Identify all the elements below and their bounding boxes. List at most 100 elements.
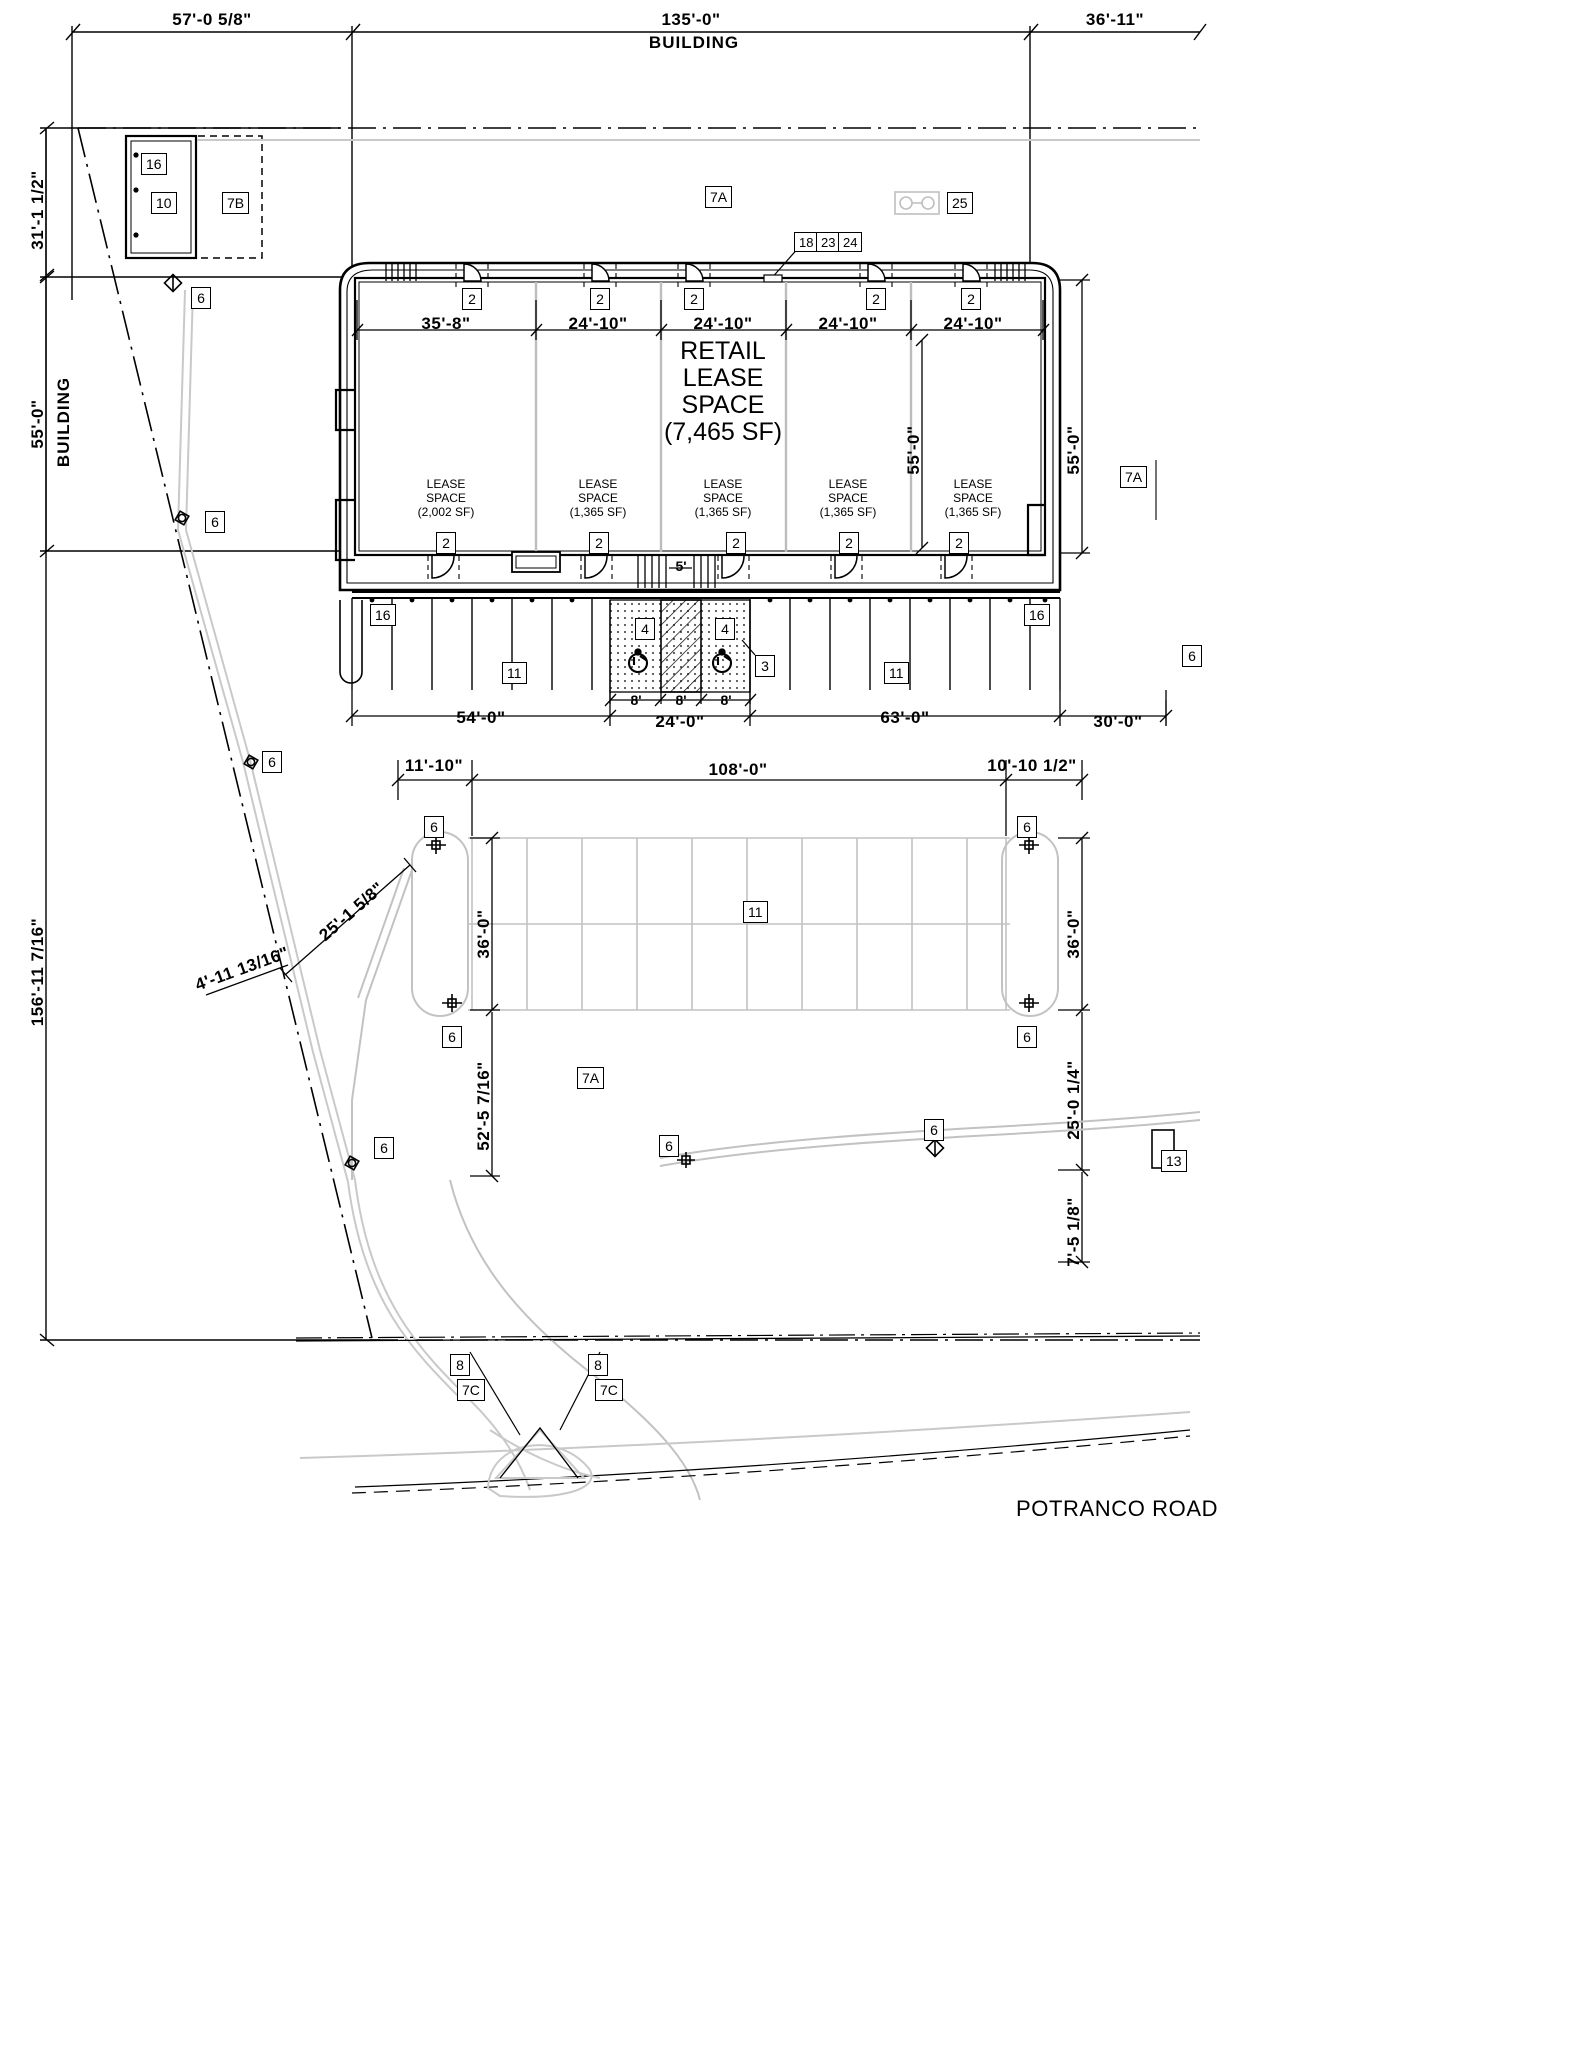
rear-door-swings bbox=[431, 555, 968, 579]
building-title-line3: SPACE bbox=[681, 391, 765, 419]
road-curb-lines bbox=[299, 1411, 1191, 1498]
keynote-tag-11-b[interactable]: 11 bbox=[884, 662, 909, 684]
road-label: POTRANCO ROAD bbox=[1016, 1496, 1219, 1521]
rear-utility-box bbox=[511, 551, 561, 573]
keynote-tag-24[interactable]: 24 bbox=[838, 232, 863, 252]
keynote-tag-6-j[interactable]: 6 bbox=[659, 1135, 679, 1157]
dim-parking-3: 63'-0" bbox=[880, 708, 930, 727]
light-pole-symbol bbox=[426, 836, 1039, 1012]
keynote-tag-7b[interactable]: 7B bbox=[222, 192, 250, 214]
keynote-tag-7a-east[interactable]: 7A bbox=[1120, 466, 1148, 488]
dim-lot-width: 108'-0" bbox=[708, 760, 768, 779]
keynote-tag-6-c[interactable]: 6 bbox=[262, 751, 282, 773]
main-building bbox=[334, 261, 1062, 592]
building-title-line2: LEASE bbox=[682, 364, 764, 392]
ada-parking-area bbox=[609, 599, 751, 693]
rear-door-jambs bbox=[427, 556, 973, 583]
lease-unit-2-l1: LEASE bbox=[578, 477, 618, 491]
lease-unit-5-l2: SPACE bbox=[953, 491, 993, 505]
keynote-tag-13[interactable]: 13 bbox=[1161, 1150, 1187, 1172]
dim-bay-3: 24'-10" bbox=[693, 314, 753, 333]
lease-unit-1-l1: LEASE bbox=[426, 477, 466, 491]
building-area: (7,465 SF) bbox=[663, 418, 783, 446]
keynote-tag-8-a[interactable]: 8 bbox=[450, 1354, 470, 1376]
building-title-line1: RETAIL bbox=[680, 337, 766, 365]
keynote-tag-6-f[interactable]: 6 bbox=[424, 816, 444, 838]
keynote-tag-rear-door-2[interactable]: 2 bbox=[589, 532, 609, 554]
keynote-tag-7c-a[interactable]: 7C bbox=[457, 1379, 485, 1401]
dim-top-right: 36'-11" bbox=[1085, 10, 1145, 29]
keynote-tag-door-2[interactable]: 2 bbox=[590, 288, 610, 310]
keynote-tag-rear-door-5[interactable]: 2 bbox=[949, 532, 969, 554]
dim-left-upper: 31'-1 1/2" bbox=[28, 170, 47, 250]
lease-unit-2: LEASE SPACE (1,365 SF) bbox=[570, 477, 627, 519]
keynote-tag-16-a[interactable]: 16 bbox=[141, 153, 167, 175]
keynote-tag-rear-door-4[interactable]: 2 bbox=[839, 532, 859, 554]
keynote-tag-7c-b[interactable]: 7C bbox=[595, 1379, 623, 1401]
label-building-left: BUILDING bbox=[54, 376, 73, 468]
storefront-glazing bbox=[385, 264, 1026, 281]
row-dash-row bbox=[295, 1332, 1201, 1339]
keynote-tag-rear-door-1[interactable]: 2 bbox=[436, 532, 456, 554]
angled-dimension-lines bbox=[205, 857, 417, 996]
keynote-tag-11-a[interactable]: 11 bbox=[502, 662, 527, 684]
keynote-tag-4-a[interactable]: 4 bbox=[635, 618, 655, 640]
keynote-tag-8-b[interactable]: 8 bbox=[588, 1354, 608, 1376]
lease-unit-5: LEASE SPACE (1,365 SF) bbox=[945, 477, 1002, 519]
keynote-tag-door-1[interactable]: 2 bbox=[462, 288, 482, 310]
ada-stall-dims bbox=[604, 692, 757, 707]
keynote-tag-4-b[interactable]: 4 bbox=[715, 618, 735, 640]
nw-structure bbox=[124, 134, 263, 260]
dim-exterior-depth: 55'-0" bbox=[1064, 425, 1083, 475]
dim-bay-1: 35'-8" bbox=[421, 314, 471, 333]
keynote-tag-6-e[interactable]: 6 bbox=[1182, 645, 1202, 667]
keynote-tag-7a-south[interactable]: 7A bbox=[577, 1067, 605, 1089]
south-drive bbox=[449, 1111, 1201, 1501]
keynote-tag-18[interactable]: 18 bbox=[794, 232, 819, 252]
dim-parking-4: 30'-0" bbox=[1093, 712, 1143, 731]
keynote-tag-6-k[interactable]: 6 bbox=[924, 1119, 944, 1141]
fdc-symbol bbox=[163, 273, 945, 1171]
keynote-tag-rear-door-3[interactable]: 2 bbox=[726, 532, 746, 554]
keynote-tag-25[interactable]: 25 bbox=[947, 192, 973, 214]
lease-unit-3: LEASE SPACE (1,365 SF) bbox=[695, 477, 752, 519]
lease-unit-4: LEASE SPACE (1,365 SF) bbox=[820, 477, 877, 519]
road-centerline bbox=[295, 1335, 1201, 1342]
keynote-tag-7a-north[interactable]: 7A bbox=[705, 186, 733, 208]
west-island bbox=[339, 600, 363, 684]
label-building-top: BUILDING bbox=[648, 33, 740, 52]
keynote-tag-6-h[interactable]: 6 bbox=[442, 1026, 462, 1048]
keynote-tag-11-c[interactable]: 11 bbox=[743, 901, 768, 923]
keynote-tag-door-5[interactable]: 2 bbox=[961, 288, 981, 310]
south-lot-dimension-top bbox=[391, 760, 1089, 836]
keynote-tag-door-4[interactable]: 2 bbox=[866, 288, 886, 310]
dim-parking-1: 54'-0" bbox=[456, 708, 506, 727]
bay-dimension-line bbox=[351, 300, 1050, 340]
keynote-tag-16-c[interactable]: 16 bbox=[1024, 604, 1050, 626]
lease-unit-4-l2: SPACE bbox=[828, 491, 868, 505]
interior-depth-dim bbox=[915, 333, 929, 555]
keynote-tag-3[interactable]: 3 bbox=[755, 655, 775, 677]
road-edge-marks bbox=[351, 1429, 1191, 1494]
dim-lot-left-offset: 11'-10" bbox=[404, 756, 464, 775]
keynote-tag-10[interactable]: 10 bbox=[151, 192, 177, 214]
keynote-tag-door-3[interactable]: 2 bbox=[684, 288, 704, 310]
lease-unit-5-l1: LEASE bbox=[953, 477, 993, 491]
dim-left-mid: 55'-0" bbox=[28, 399, 47, 449]
dim-walk-width: 5' bbox=[675, 558, 687, 574]
accessible-symbol bbox=[627, 648, 733, 674]
keynote-tag-23[interactable]: 23 bbox=[816, 232, 841, 252]
keynote-tag-16-b[interactable]: 16 bbox=[370, 604, 396, 626]
drive-curbs bbox=[176, 139, 1200, 1491]
keynote-tag-6-i[interactable]: 6 bbox=[1017, 1026, 1037, 1048]
lease-unit-5-area: (1,365 SF) bbox=[944, 505, 1002, 519]
wheel-stops bbox=[369, 597, 1048, 603]
dim-right-lower-2: 7'-5 1/8" bbox=[1064, 1197, 1083, 1267]
dim-parking-2: 24'-0" bbox=[655, 712, 705, 731]
keynote-tag-6-d[interactable]: 6 bbox=[374, 1137, 394, 1159]
keynote-tag-6-b[interactable]: 6 bbox=[205, 511, 225, 533]
keynote-tag-6-g[interactable]: 6 bbox=[1017, 816, 1037, 838]
front-door-swings bbox=[463, 263, 981, 282]
keynote-tag-6-a[interactable]: 6 bbox=[191, 287, 211, 309]
